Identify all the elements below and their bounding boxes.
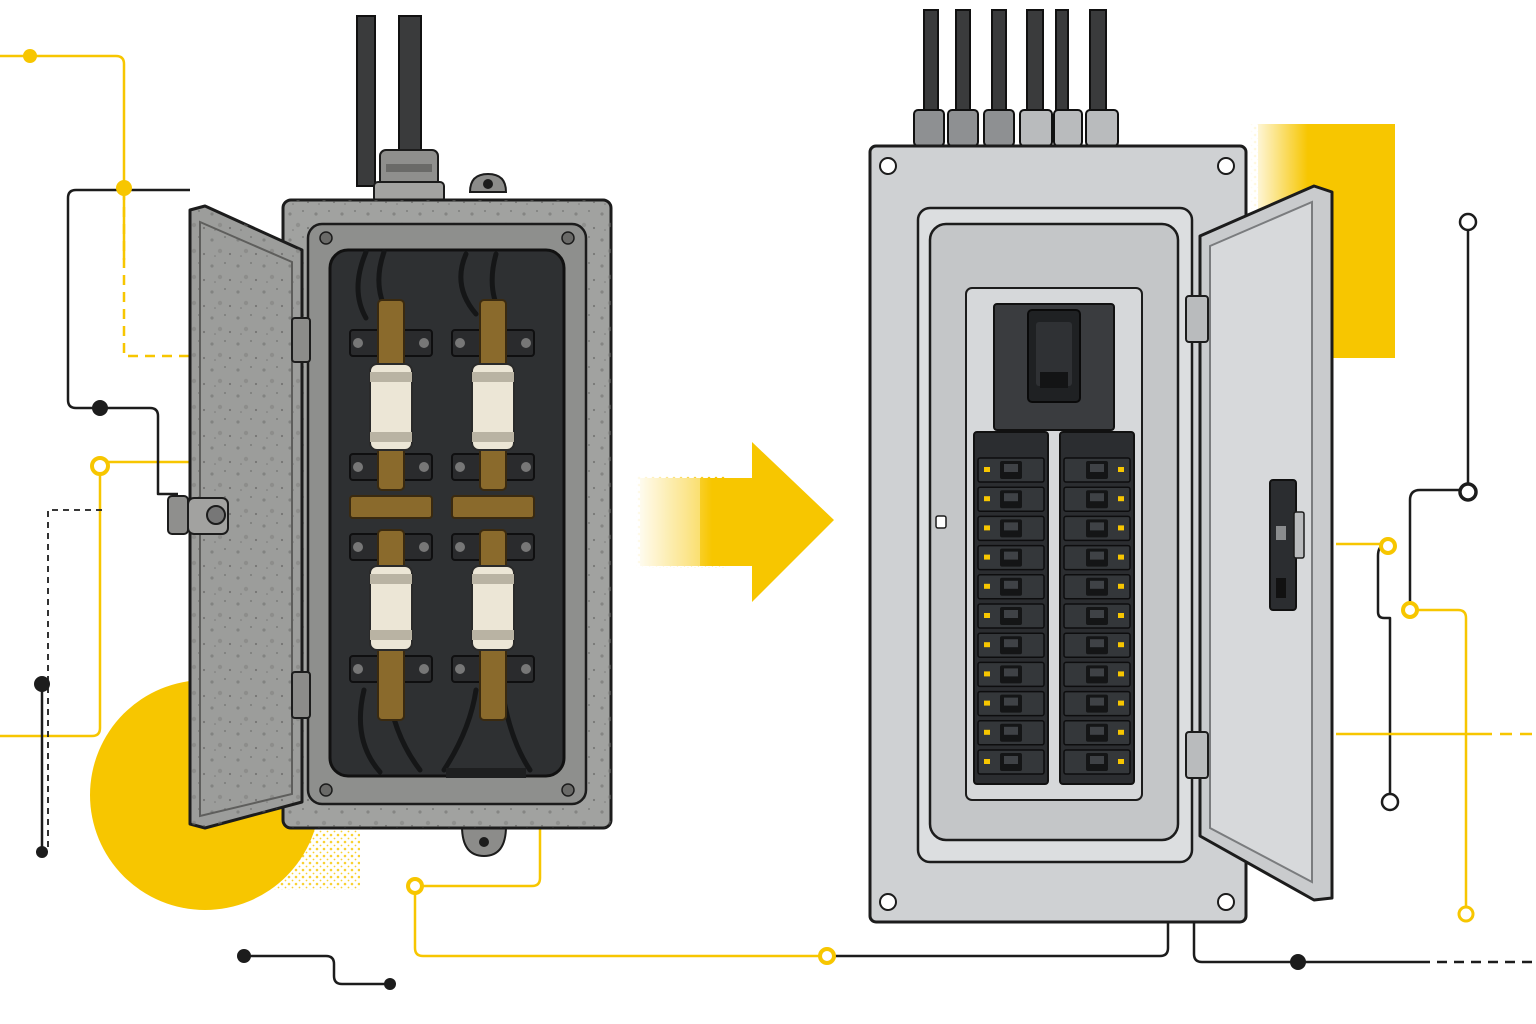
circuit-nodes bbox=[23, 49, 1478, 990]
circuit-breaker-switch[interactable] bbox=[977, 749, 1045, 775]
circuit-breaker-switch[interactable] bbox=[977, 720, 1045, 746]
fuse-icon bbox=[471, 565, 515, 651]
circuit-breaker-switch[interactable] bbox=[977, 574, 1045, 600]
circuit-breaker-switch[interactable] bbox=[1063, 457, 1131, 483]
circuit-breaker-switch[interactable] bbox=[977, 632, 1045, 658]
main-breaker-switch[interactable] bbox=[993, 303, 1115, 431]
circuit-breaker-switch[interactable] bbox=[1063, 632, 1131, 658]
circuit-breaker-switch[interactable] bbox=[1063, 574, 1131, 600]
fuse-block-bottom-left bbox=[349, 529, 433, 721]
breaker-panel bbox=[868, 9, 1334, 924]
circuit-breaker-switch[interactable] bbox=[977, 486, 1045, 512]
old-fuse-box bbox=[167, 15, 613, 858]
breaker-panel-door bbox=[1185, 184, 1334, 902]
circuit-breaker-switch[interactable] bbox=[1063, 749, 1131, 775]
door-latch-icon bbox=[167, 495, 229, 535]
circuit-breaker-switch[interactable] bbox=[1063, 661, 1131, 688]
fuse-block-top-right bbox=[451, 299, 535, 491]
circuit-lines bbox=[0, 54, 1536, 986]
breaker-panel-conduits bbox=[913, 9, 1119, 147]
breaker-grid bbox=[973, 431, 1135, 785]
circuit-breaker-switch[interactable] bbox=[977, 515, 1045, 542]
fuse-icon bbox=[369, 363, 413, 451]
circuit-breaker-switch[interactable] bbox=[977, 690, 1045, 717]
circuit-breaker-switch[interactable] bbox=[1063, 515, 1131, 542]
circuit-breaker-switch[interactable] bbox=[1063, 544, 1131, 571]
circuit-breaker-switch[interactable] bbox=[1063, 486, 1131, 512]
fuse-box-door bbox=[167, 204, 311, 830]
circuit-breaker-switch[interactable] bbox=[977, 603, 1045, 629]
fuse-block-bottom-right bbox=[451, 529, 535, 721]
fuse-icon bbox=[369, 565, 413, 651]
circuit-breaker-switch[interactable] bbox=[977, 544, 1045, 571]
circuit-breaker-switch[interactable] bbox=[977, 457, 1045, 483]
fuse-block-top-left bbox=[349, 299, 433, 491]
circuit-breaker-switch[interactable] bbox=[1063, 690, 1131, 717]
circuit-breaker-switch[interactable] bbox=[1063, 603, 1131, 629]
fuse-icon bbox=[471, 363, 515, 451]
fuse-box-conduit bbox=[356, 15, 445, 203]
circuit-breaker-switch[interactable] bbox=[1063, 720, 1131, 746]
panel-door-latch-icon bbox=[1269, 479, 1305, 611]
arrow-right-icon bbox=[632, 442, 834, 602]
circuit-breaker-switch[interactable] bbox=[977, 661, 1045, 688]
